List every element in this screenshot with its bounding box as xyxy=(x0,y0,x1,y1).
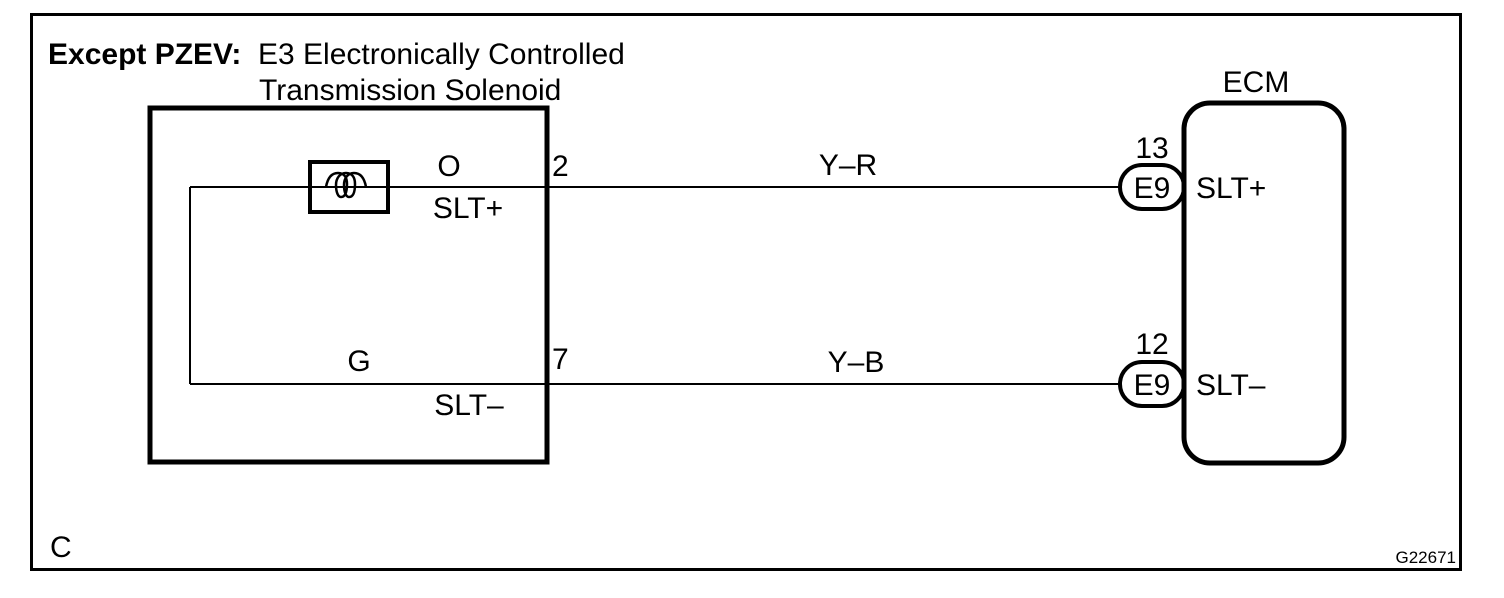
component-name-line2: Transmission Solenoid xyxy=(259,74,561,107)
ecm-label: ECM xyxy=(1223,66,1290,99)
e9-connector-bottom-label: E9 xyxy=(1134,369,1171,402)
solenoid-pin-2-label: 2 xyxy=(552,150,569,183)
variant-label: Except PZEV: xyxy=(48,38,241,71)
ecm-box xyxy=(1181,100,1347,466)
ecm-pin-12-label: 12 xyxy=(1135,328,1168,361)
coil-icon xyxy=(324,171,368,199)
solenoid-terminal-o-label: O xyxy=(437,150,460,183)
solenoid-terminal-g-label: G xyxy=(347,345,370,378)
solenoid-box xyxy=(147,105,550,465)
e9-connector-top-label: E9 xyxy=(1134,172,1171,205)
solenoid-slt-minus-label: SLT– xyxy=(434,389,504,422)
page-border xyxy=(30,13,1462,571)
ecm-slt-minus-label: SLT– xyxy=(1196,369,1266,402)
component-name-line1: E3 Electronically Controlled xyxy=(258,38,625,71)
e9-connector-top-oval xyxy=(1118,163,1186,211)
solenoid-pin-7-label: 7 xyxy=(552,343,569,376)
wire-color-yb-label: Y–B xyxy=(828,346,885,379)
e9-connector-bottom-oval xyxy=(1118,360,1186,408)
figure-id: G22671 xyxy=(1396,548,1457,567)
section-marker: C xyxy=(50,531,72,564)
solenoid-slt-plus-label: SLT+ xyxy=(433,192,503,225)
ecm-pin-13-label: 13 xyxy=(1135,132,1168,165)
coil-box xyxy=(308,160,390,214)
ecm-slt-plus-label: SLT+ xyxy=(1196,172,1266,205)
wire-color-yr-label: Y–R xyxy=(819,149,877,182)
